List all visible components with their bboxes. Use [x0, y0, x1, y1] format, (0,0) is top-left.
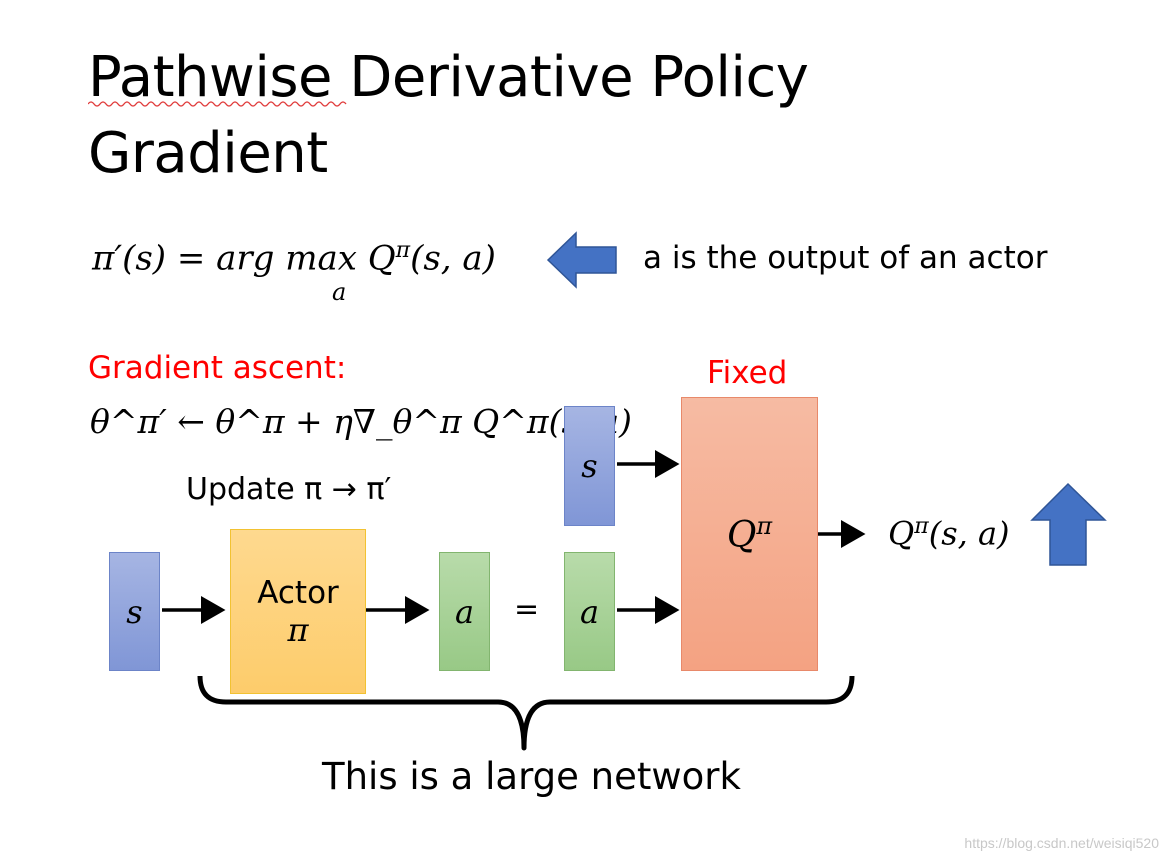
gradient-ascent-label: Gradient ascent:	[88, 350, 347, 386]
actor-label: Actor	[257, 574, 339, 611]
equals-sign: =	[514, 592, 540, 627]
actor-pi-label: π	[287, 610, 309, 649]
argmax-formula-main: π′(s) = arg max Q	[92, 238, 396, 279]
q-output-tail: (s, a)	[928, 514, 1010, 553]
q-output-sup: π	[914, 514, 929, 539]
actor-box: Actor π	[230, 529, 366, 694]
critic-q-letter: Q	[726, 515, 757, 556]
update-policy-label: Update π → π′	[186, 472, 392, 507]
argmax-formula: π′(s) = arg max Qπ(s, a) a	[92, 238, 496, 306]
action-output-label: a	[454, 592, 475, 631]
critic-q-box: Qπ	[681, 397, 818, 671]
critic-state-input-box: s	[564, 406, 615, 526]
state-input-label: s	[126, 592, 143, 631]
slide-title: Pathwise Derivative Policy Gradient	[88, 40, 809, 192]
critic-state-label: s	[581, 447, 598, 485]
action-output-box: a	[439, 552, 490, 671]
up-arrow-icon	[1030, 482, 1107, 566]
title-line-2: Gradient	[88, 121, 328, 186]
left-arrow-icon	[546, 231, 617, 289]
q-output-formula: Qπ(s, a)	[888, 514, 1010, 553]
argmax-subscript: a	[332, 278, 347, 306]
critic-action-input-box: a	[564, 552, 615, 671]
watermark: https://blog.csdn.net/weisiqi520	[964, 835, 1159, 851]
title-line-1: Pathwise Derivative Policy	[88, 45, 809, 110]
argmax-formula-tail: (s, a)	[410, 238, 496, 279]
q-output-letter: Q	[888, 514, 915, 553]
state-input-box: s	[109, 552, 160, 671]
argmax-formula-sup: π	[395, 238, 411, 263]
critic-action-label: a	[579, 592, 600, 631]
critic-q-label: Qπ	[727, 512, 772, 556]
critic-q-sup: π	[756, 512, 773, 540]
actor-output-note: a is the output of an actor	[643, 240, 1048, 276]
update-rule-formula: θ^π′ ← θ^π + η∇_θ^π Q^π(s, a)	[90, 402, 632, 441]
spellcheck-squiggle	[88, 101, 347, 107]
large-network-label: This is a large network	[322, 755, 741, 798]
fixed-label: Fixed	[707, 355, 788, 391]
